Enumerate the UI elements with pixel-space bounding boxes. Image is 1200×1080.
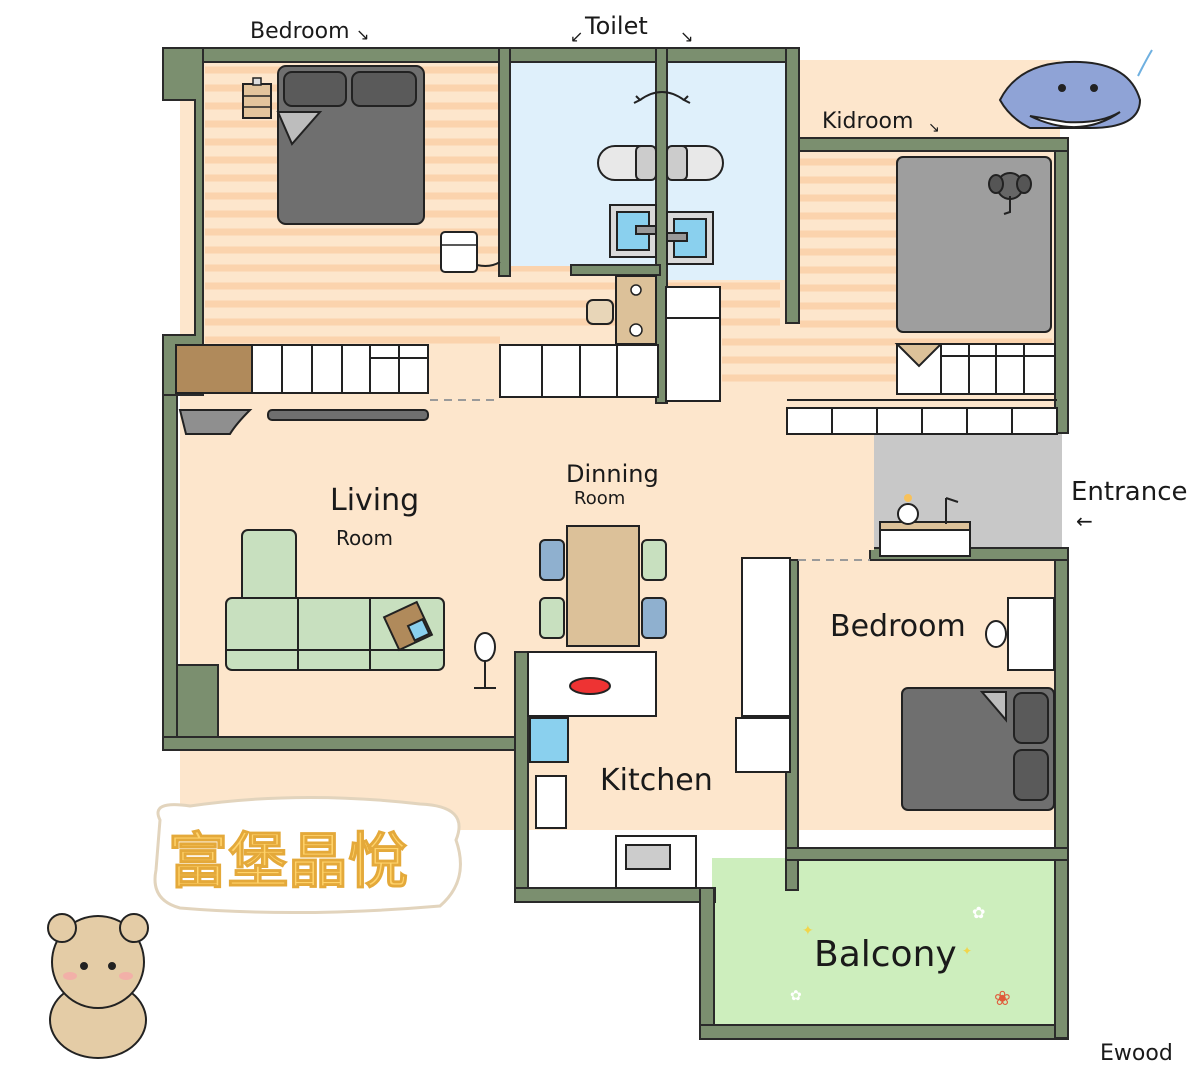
wall-right-upper	[1054, 137, 1069, 434]
bed-icon	[901, 687, 1055, 811]
bedroom-arrow-icon: ↘	[356, 25, 369, 44]
sparkle-icon: ✦	[802, 923, 814, 939]
toilet-bowl-icon	[597, 145, 657, 181]
chair-icon	[641, 539, 667, 581]
walls	[162, 47, 1069, 1040]
cat-figurine-icon	[897, 494, 919, 525]
toilet-arrow-left-icon: ↙	[570, 27, 583, 46]
kidroom-arrow-icon: ↘	[928, 120, 940, 136]
kitchen-label: Kitchen	[600, 763, 713, 798]
chinese-title: 富堡晶悅	[168, 827, 408, 897]
whale-mascot-icon	[998, 49, 1153, 129]
toilet-bowl-icon	[666, 145, 724, 181]
bedroom-top-furniture	[175, 65, 721, 402]
lamp-icon	[945, 497, 959, 524]
flower-icon: ✿	[790, 988, 802, 1004]
sink-icon	[666, 211, 714, 265]
toilet-fixtures	[597, 91, 724, 265]
kidroom-label: Kidroom	[822, 109, 913, 134]
kitchen-cabinet	[741, 557, 791, 717]
wall-top	[162, 47, 800, 63]
bed-icon	[276, 65, 425, 225]
wall-kitchen-bottom	[514, 887, 716, 903]
sofa-icon	[225, 529, 445, 671]
bedroom-wardrobe	[175, 344, 429, 394]
bedroom-right-furniture	[901, 597, 1055, 811]
living-label-line1: Living	[330, 483, 419, 518]
toilet-label: Toilet	[584, 12, 648, 40]
bedroom-top-label: Bedroom	[250, 19, 350, 44]
living-furniture	[178, 409, 496, 689]
side-table	[178, 409, 253, 435]
tv-icon	[267, 409, 429, 421]
dining-furniture	[539, 525, 667, 647]
wall-balcony-top	[785, 847, 1069, 861]
shoe-cabinet	[786, 399, 1058, 435]
fan-icon	[474, 632, 496, 689]
entrance-arrow-icon: ←	[1076, 509, 1093, 533]
flower-icon: ✿	[972, 903, 985, 922]
signature: Ewood	[1100, 1041, 1173, 1066]
desk-icon	[1007, 597, 1055, 671]
wall-toilet-bottom	[570, 264, 661, 276]
kitchen-furniture	[527, 557, 791, 889]
sparkle-icon: ✦	[962, 944, 972, 958]
kid-bed-icon	[896, 156, 1052, 333]
kidroom-furniture	[786, 156, 1058, 435]
wall-balcony-bottom	[699, 1024, 1069, 1040]
hall-cabinet	[499, 286, 721, 402]
entrance-edge	[864, 430, 874, 550]
bedroom-right-label: Bedroom	[830, 609, 966, 644]
chair-icon	[641, 597, 667, 639]
title-bubble	[153, 795, 462, 915]
elephant-plush-icon	[988, 172, 1032, 215]
wall-kitchen-left	[514, 651, 529, 903]
balcony-decor: ✿ ✿ ❀ ✦ ✦	[790, 903, 1011, 1010]
nightstand-icon	[242, 77, 272, 119]
wall-left-lower	[162, 394, 178, 751]
dining-table-icon	[566, 525, 640, 647]
fruit-bowl-icon	[569, 677, 611, 695]
balcony-label: Balcony	[814, 934, 957, 975]
toilet-arrow-right-icon: ↘	[680, 27, 693, 46]
chair-icon	[539, 597, 565, 639]
kitchen-counter	[735, 717, 791, 773]
air-purifier-icon	[440, 231, 501, 273]
wall-living-bottom	[162, 736, 518, 751]
entrance-label: Entrance	[1071, 477, 1188, 507]
wall-left-corner	[176, 664, 219, 739]
dinning-label-line2: Room	[574, 488, 625, 509]
bear-mascot-icon	[47, 913, 149, 1059]
wall-kidroom-top	[786, 137, 1069, 152]
chair-icon	[539, 539, 565, 581]
dinning-label-line1: Dinning	[566, 460, 659, 488]
wall-toilet-left	[498, 47, 511, 277]
cooktop-icon	[625, 844, 671, 870]
desk-chair-icon	[985, 620, 1007, 648]
wall-right-lower	[1054, 547, 1069, 1039]
wall-toilet-right	[785, 47, 800, 324]
kid-wardrobe	[894, 343, 1056, 395]
doorways	[430, 399, 870, 561]
vanity-desk	[586, 275, 657, 345]
sink-icon	[609, 204, 657, 258]
kitchen-sink-icon	[529, 717, 569, 763]
tulip-icon: ❀	[994, 986, 1011, 1010]
door-swing-icon	[639, 91, 685, 101]
living-label-line2: Room	[336, 526, 393, 550]
cushion-icon	[382, 600, 434, 652]
balcony-floor	[712, 858, 1056, 1026]
fridge-icon	[535, 775, 567, 829]
wall-balcony-left	[699, 887, 715, 1039]
entrance-furniture	[879, 494, 971, 557]
